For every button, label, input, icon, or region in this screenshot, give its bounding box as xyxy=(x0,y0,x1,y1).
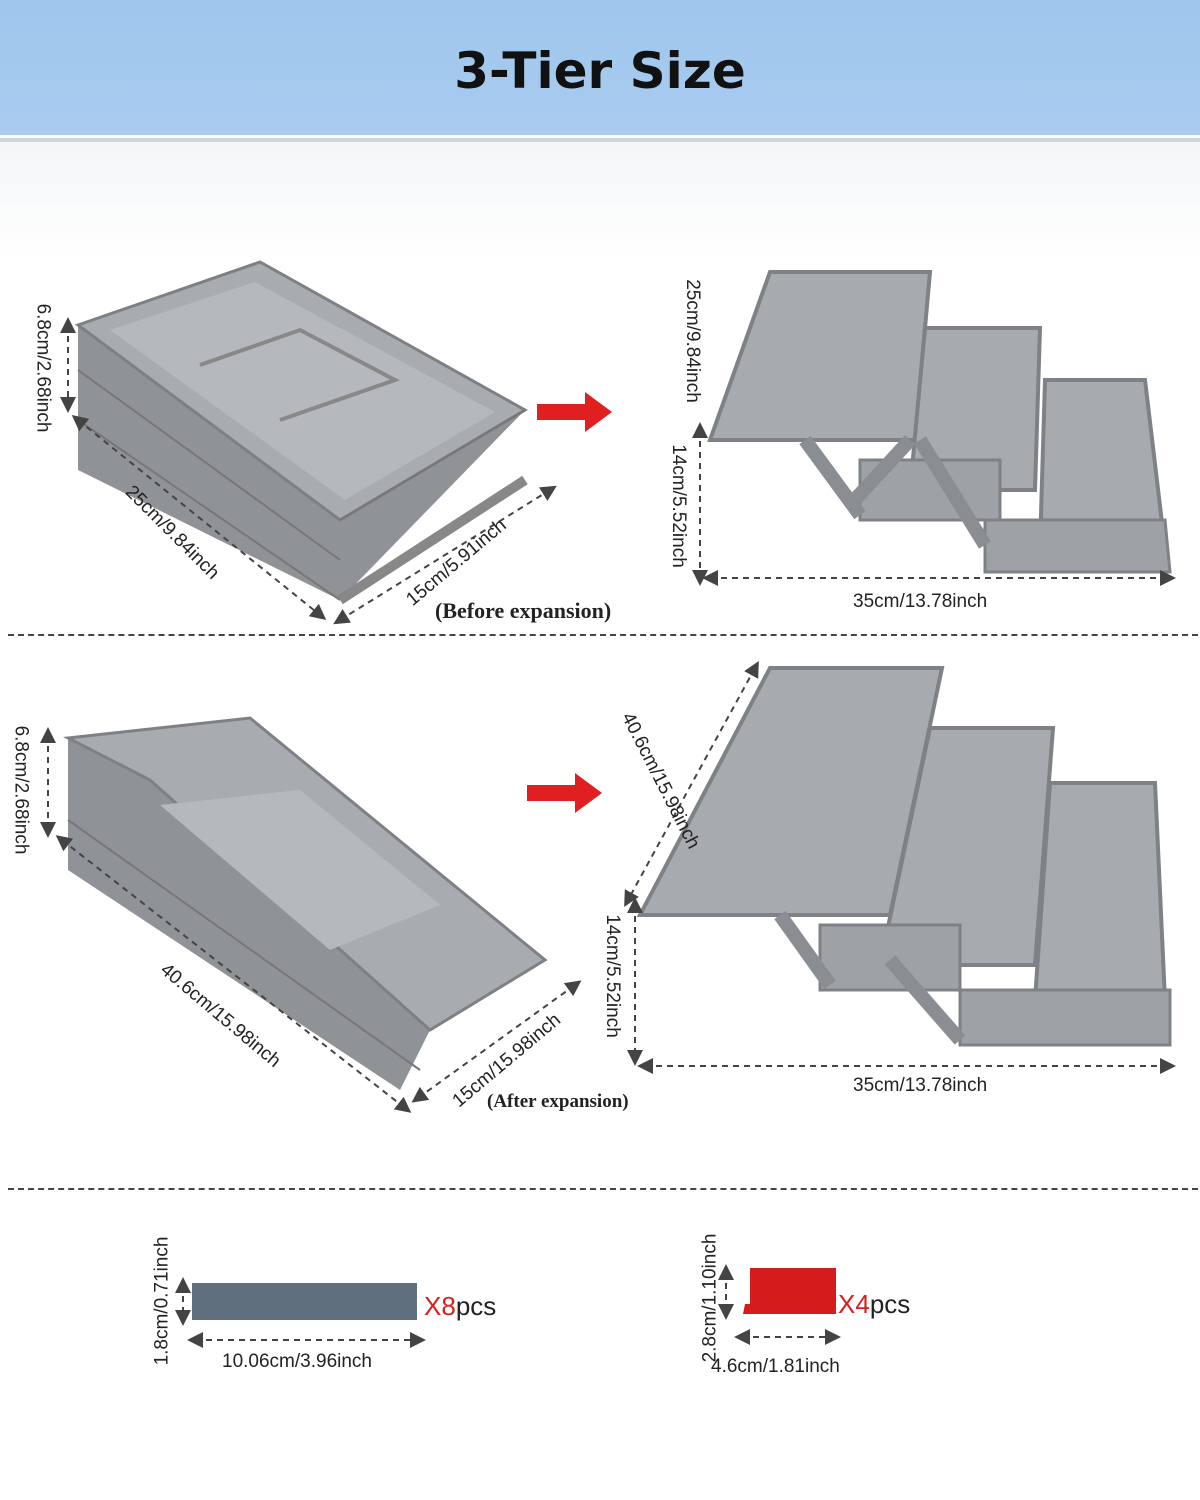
red-divider-quantity: X4pcs xyxy=(838,1289,910,1320)
gray-divider-height-label: 1.8cm/0.71inch xyxy=(151,1236,173,1366)
organizer-closed-after xyxy=(62,716,548,1090)
before-height-label: 6.8cm/2.68inch xyxy=(32,303,54,433)
divider xyxy=(0,138,1200,142)
arrow-right-icon xyxy=(527,773,602,813)
page-title: 3-Tier Size xyxy=(454,42,746,100)
after-caption: (After expansion) xyxy=(487,1091,629,1112)
header-banner xyxy=(0,0,1200,135)
after-height-label: 6.8cm/2.68inch xyxy=(10,725,32,855)
dimension-arrows-after xyxy=(40,660,1176,1113)
arrow-right-icon xyxy=(537,392,612,432)
quantity-count: X4 xyxy=(838,1289,870,1319)
gray-divider-quantity: X8pcs xyxy=(424,1291,496,1322)
before-expanded-height-label: 14cm/5.52inch xyxy=(667,444,689,568)
divider-piece-red xyxy=(743,1268,836,1314)
quantity-unit: pcs xyxy=(455,1291,497,1321)
organizer-expanded-after xyxy=(636,666,1172,1047)
before-caption: (Before expansion) xyxy=(435,598,612,623)
section-divider xyxy=(8,634,1198,636)
red-divider-height-label: 2.8cm/1.10inch xyxy=(699,1233,721,1363)
dimension-arrows-accessories xyxy=(175,1264,841,1348)
before-expanded-width-label: 35cm/13.78inch xyxy=(853,591,988,612)
divider-strip-gray xyxy=(192,1283,417,1320)
gray-divider-width-label: 10.06cm/3.96inch xyxy=(222,1351,372,1372)
section-divider xyxy=(8,1188,1198,1190)
quantity-unit: pcs xyxy=(869,1289,911,1319)
after-expanded-width-label: 35cm/13.78inch xyxy=(853,1075,988,1096)
dimension-arrows-before xyxy=(60,317,1176,625)
red-divider-width-label: 4.6cm/1.81inch xyxy=(711,1356,840,1377)
background-fade xyxy=(0,142,1200,262)
after-expanded-height-label: 14cm/5.52inch xyxy=(601,914,623,1038)
before-expanded-depth-label: 25cm/9.84inch xyxy=(681,279,703,403)
quantity-count: X8 xyxy=(424,1291,456,1321)
organizer-expanded-before xyxy=(707,270,1172,574)
